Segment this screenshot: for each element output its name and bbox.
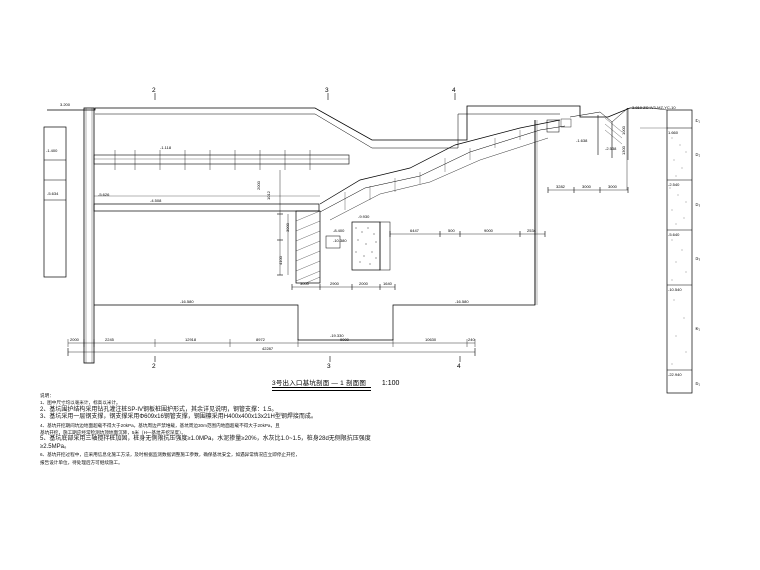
dim-b5: 10630 [425, 337, 437, 342]
dim-v3: 1000 [621, 125, 626, 135]
dim-b3: 8972 [256, 337, 266, 342]
bh-depth-3: -10.540 [668, 287, 682, 292]
lower-slab [93, 203, 320, 212]
note-3: 3、基坑采用一层钢支撑，钢支撑采用Φ609x16钢管支撑，钢围檩采用H400x4… [40, 414, 317, 421]
borehole-column [666, 109, 693, 394]
note-5: 5、基坑底部采用三轴搅拌桩加固，桩身无侧限抗压强度≥1.0MPa，水泥掺量≥20… [40, 436, 371, 443]
bh-layer-1: ②₂ [695, 152, 701, 157]
dim-r2: 3000 [608, 184, 618, 189]
notes-block: 说明： 1、图中尺寸均以毫米计，标高以米计。 2、基坑围护结构采用钻孔灌注桩SP… [40, 392, 371, 466]
bh-depth-1: -2.540 [668, 182, 680, 187]
top-axis-4: 4 [452, 87, 456, 94]
dim-b6: 240 [468, 337, 475, 342]
section-title-block: 3号出入口基坑剖面 — 1 剖面图 1:100 [272, 377, 400, 391]
top-strut-band [93, 154, 350, 165]
note-6b: 报告设计单位，待处理后方可继续施工。 [40, 459, 123, 465]
section-title: 3号出入口基坑剖面 — 1 剖面图 [272, 380, 367, 387]
elev-left-slab: -5.626 [98, 192, 110, 197]
ground-profile [47, 105, 650, 141]
bh-depth-0: 1.660 [668, 130, 679, 135]
bh-layer-3: ③₃ [695, 256, 701, 261]
dim-b0: 2000 [70, 337, 80, 342]
elev-left-upper: -1.400 [46, 148, 58, 153]
dim-total: 42287 [262, 346, 274, 351]
elev-left-mid: -5.634 [47, 191, 59, 196]
note-6: 6、基坑开挖过程中，应采用信息化施工方法，及时根据监测数据调整施工参数，确保基坑… [40, 452, 300, 458]
note-4: 4、基坑开挖期间坑边地面超载不得大于20kPa，基坑周边严禁堆载，基坑周边30m… [40, 422, 280, 428]
elev-right-3: -2.538 [605, 146, 617, 151]
bh-layer-2: ②₃ [695, 202, 701, 207]
section-scale: 1:100 [381, 380, 400, 387]
bh-layer-5: ⑤₁ [695, 381, 701, 386]
bh-layer-4: ④₁ [695, 326, 701, 331]
notes-heading: 说明： [40, 393, 54, 398]
pit-hatched [295, 210, 321, 284]
note-5b: ≥2.5MPa。 [40, 443, 70, 450]
bh-depth-4: -22.940 [668, 372, 682, 377]
bh-layer-0: ①₁ [695, 118, 701, 123]
dim-v0: 1012 [266, 190, 271, 200]
top-axis-2: 2 [152, 87, 156, 94]
bottom-axis-2: 2 [152, 363, 156, 370]
top-axis-markers [154, 93, 456, 100]
dim-v5: 2000 [256, 180, 261, 190]
elev-slab-top: -1.118 [160, 145, 172, 150]
borehole-label: 3.810 ZC-W3-MZ-YC-10 [632, 105, 676, 110]
elev-bottom-center: -19.330 [330, 333, 344, 338]
dim-lr3: 2534 [527, 228, 537, 233]
dim-r1: 3000 [582, 184, 592, 189]
left-wall [43, 126, 67, 278]
elev-bottom-left: -16.580 [180, 299, 194, 304]
elev-top-left: 3.200 [60, 102, 71, 107]
stair-ramp [319, 119, 561, 205]
bottom-axis-markers [154, 356, 461, 362]
dim-v1: 4100 [278, 255, 283, 265]
bottom-axis-4: 4 [457, 363, 461, 370]
bh-depth-2: -5.640 [668, 232, 680, 237]
elev-pit-3: -9.930 [358, 214, 370, 219]
dim-b4: 9000 [340, 337, 350, 342]
dim-m2: 2000 [359, 281, 369, 286]
left-pile [83, 107, 95, 364]
bottom-axis-3: 3 [327, 363, 331, 370]
title-underline-thick [272, 387, 372, 388]
elev-right-2: -1.638 [576, 138, 588, 143]
borehole-hatch [669, 137, 687, 365]
note-2: 2、基坑围护结构采用钻孔灌注桩SP-IV钢板桩围护形式，其余详见说明，钢管支撑：… [40, 406, 278, 413]
note-1: 1、图中尺寸均以毫米计，标高以米计。 [40, 400, 121, 406]
dim-m1: 2900 [330, 281, 340, 286]
pit-dotted [351, 221, 381, 271]
elev-bottom-right: -16.580 [455, 299, 469, 304]
dim-m3: 1640 [383, 281, 393, 286]
elev-slab-bottom: -4.508 [150, 198, 162, 203]
dim-m0: 3000 [300, 281, 310, 286]
dim-b2: 12918 [185, 337, 197, 342]
dim-lr1: 500 [448, 228, 455, 233]
right-slope [569, 107, 629, 160]
elev-pit-1: -8.400 [333, 228, 345, 233]
dim-r0: 3282 [556, 184, 566, 189]
top-axis-3: 3 [325, 87, 329, 94]
dim-b1: 2245 [105, 337, 115, 342]
dim-lr0: 6447 [410, 228, 420, 233]
dim-v2: 3000 [285, 222, 290, 232]
dim-lr2: 9000 [484, 228, 494, 233]
note-4b: 基坑开挖，施工期应经常检测坑顶地面沉降，5米（H一基坑开挖深度）。 [40, 430, 186, 436]
dim-v4: 1300 [621, 145, 626, 155]
title-underline-thin [272, 390, 372, 391]
elev-pit-2: -10.380 [333, 238, 347, 243]
